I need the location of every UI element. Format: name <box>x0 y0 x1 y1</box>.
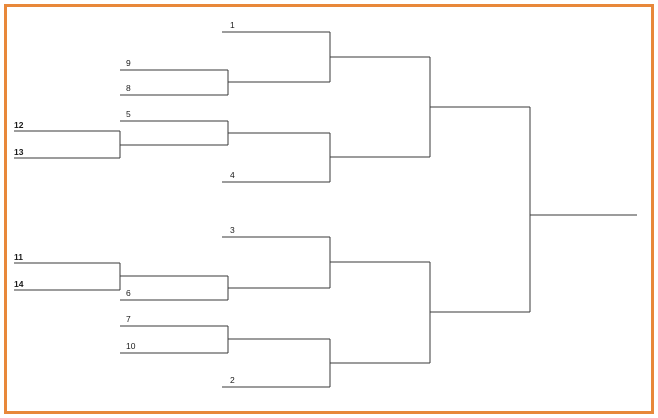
seed-label-1: 1 <box>230 20 235 30</box>
seed-label-10: 10 <box>126 341 136 351</box>
round-1-group <box>14 130 228 291</box>
seed-label-8: 8 <box>126 83 131 93</box>
seed-labels-group: 12 13 11 14 9 8 5 6 7 10 1 4 3 2 <box>14 20 235 385</box>
seed-label-7: 7 <box>126 314 131 324</box>
seed-label-4: 4 <box>230 170 235 180</box>
final-round-group <box>529 107 637 312</box>
seed-label-13: 13 <box>14 147 24 157</box>
seed-label-2: 2 <box>230 375 235 385</box>
seed-label-6: 6 <box>126 288 131 298</box>
seed-label-5: 5 <box>126 109 131 119</box>
round-2-group <box>120 69 330 354</box>
seed-label-11: 11 <box>14 252 23 262</box>
round-3-group <box>222 31 430 388</box>
seed-label-12: 12 <box>14 120 24 130</box>
seed-label-14: 14 <box>14 279 24 289</box>
seed-label-9: 9 <box>126 58 131 68</box>
round-4-group <box>429 57 530 363</box>
seed-label-3: 3 <box>230 225 235 235</box>
